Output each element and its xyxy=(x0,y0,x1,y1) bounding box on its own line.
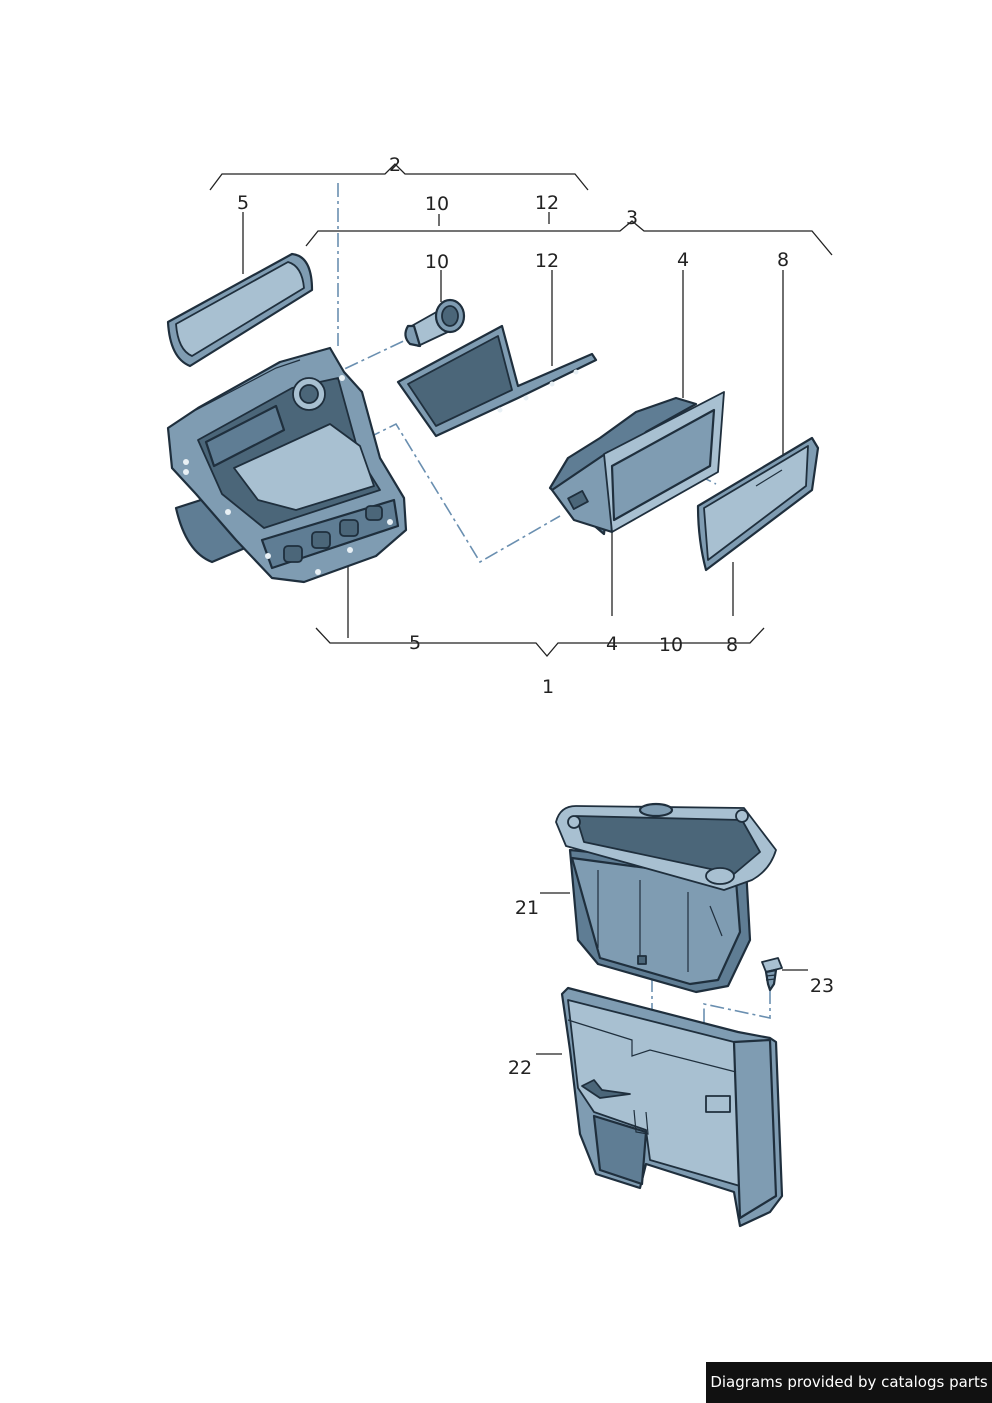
callout-8-bottom: 8 xyxy=(726,634,738,656)
callout-5-top: 5 xyxy=(237,192,249,214)
callout-8-top: 8 xyxy=(777,249,789,271)
part-lower-shell xyxy=(560,986,784,1228)
callout-12-top: 12 xyxy=(535,192,559,214)
part-console-housing xyxy=(166,346,408,584)
brace-1 xyxy=(315,627,765,658)
callout-5-bottom: 5 xyxy=(409,632,421,654)
part-screw xyxy=(761,957,783,992)
callout-10-bottom: 10 xyxy=(659,634,683,656)
brace-2 xyxy=(209,163,589,191)
callout-22: 22 xyxy=(508,1057,532,1079)
part-cigarette-lighter xyxy=(404,298,466,348)
callout-2: 2 xyxy=(389,154,401,176)
credit-banner: Diagrams provided by catalogs parts xyxy=(706,1362,992,1403)
callout-3: 3 xyxy=(626,207,638,229)
part-cover-plate xyxy=(696,436,820,572)
part-storage-insert xyxy=(548,391,725,536)
callout-12-mid: 12 xyxy=(535,250,559,272)
part-trim-panel xyxy=(166,252,314,368)
callout-23: 23 xyxy=(810,975,834,997)
credit-text: Diagrams provided by catalogs parts xyxy=(710,1373,988,1391)
part-upper-bin xyxy=(555,802,777,994)
brace-3 xyxy=(305,220,833,256)
callout-1: 1 xyxy=(542,676,554,698)
callout-10-top: 10 xyxy=(425,193,449,215)
callout-21: 21 xyxy=(515,897,539,919)
part-ashtray-tray xyxy=(396,324,598,438)
assembly-line-23 xyxy=(703,990,771,1046)
callout-10-mid: 10 xyxy=(425,251,449,273)
callout-4-bottom: 4 xyxy=(606,633,618,655)
callout-4-top: 4 xyxy=(677,249,689,271)
